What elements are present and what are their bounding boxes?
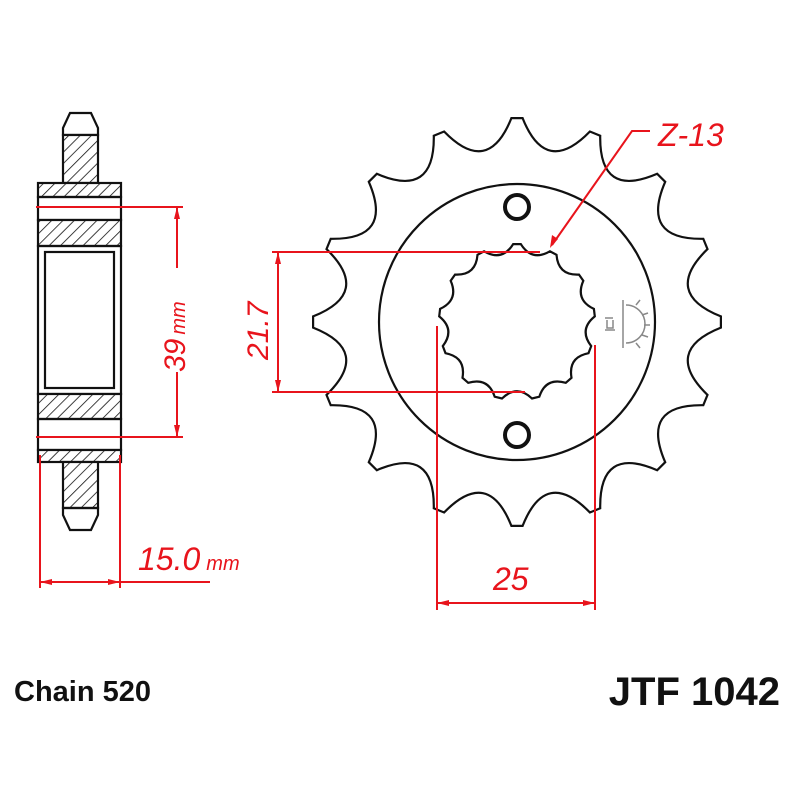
dimension-25-label: 25 xyxy=(492,561,529,597)
logo-icon xyxy=(605,299,650,349)
flange-bottom xyxy=(36,448,123,464)
hub-bottom xyxy=(61,460,100,510)
bore-outer xyxy=(36,244,123,396)
hub-top xyxy=(61,133,100,185)
dimension-39-label: 39mm xyxy=(159,301,192,372)
rim-top xyxy=(36,218,123,248)
sprocket-outline xyxy=(312,117,722,527)
dimension-25: 25 xyxy=(436,326,596,610)
hub-tip-bottom xyxy=(61,506,100,532)
dimension-21-7: 21.7 xyxy=(242,251,540,393)
spline-bore xyxy=(438,243,596,400)
side-view xyxy=(36,111,123,532)
part-number: JTF 1042 xyxy=(608,670,780,714)
dimension-21-7-label: 21.7 xyxy=(242,300,275,361)
rim-bottom xyxy=(36,392,123,421)
bore-inner xyxy=(43,250,116,390)
gap-top xyxy=(36,195,123,222)
gap-bottom xyxy=(36,417,123,452)
chain-size-label: Chain 520 xyxy=(14,676,151,708)
dimension-39mm: 39mm xyxy=(36,206,192,438)
spline-teeth-label: Z-13 xyxy=(657,117,724,153)
pitch-circle xyxy=(377,182,657,462)
bolt-hole-top xyxy=(503,193,531,221)
flange-top xyxy=(36,181,123,199)
spline-teeth-callout: Z-13 xyxy=(550,117,724,248)
bolt-hole-bottom xyxy=(503,421,531,449)
hub-tip-top xyxy=(61,111,100,137)
sprocket-front xyxy=(312,117,722,527)
